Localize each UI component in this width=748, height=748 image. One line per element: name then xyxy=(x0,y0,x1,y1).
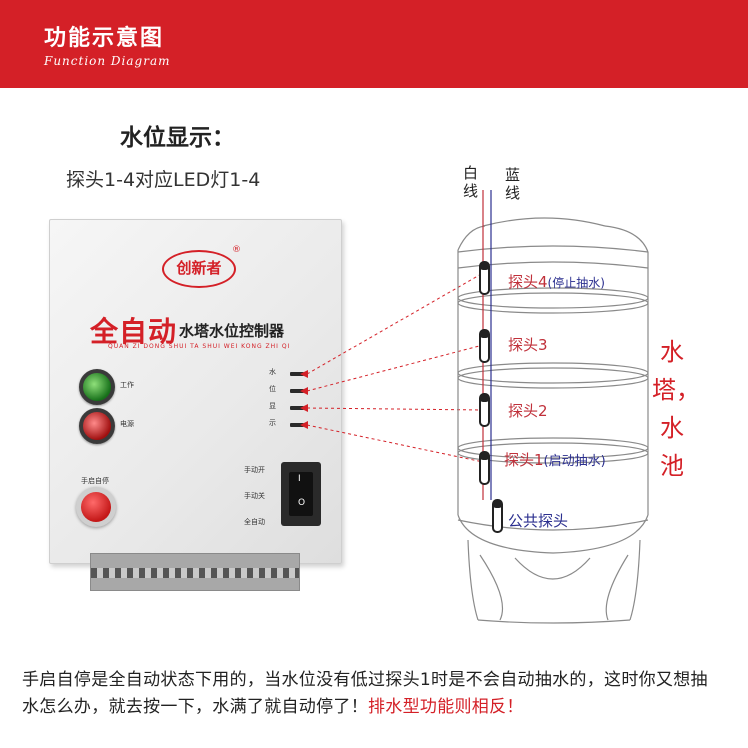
pointer-line-4 xyxy=(306,272,484,375)
banner-title: 功能示意图 xyxy=(44,26,165,51)
pointer-arrow-1 xyxy=(300,421,308,429)
probe-3-label: 探头3 xyxy=(508,336,548,354)
probe-4-note: (停止抽水) xyxy=(547,276,605,290)
description-red: 排水型功能则相反！ xyxy=(368,697,524,717)
tank-cap xyxy=(482,217,606,227)
tank-ring-1 xyxy=(457,287,649,309)
terminal-strip xyxy=(90,553,300,591)
led-label-1: 水 xyxy=(269,368,276,376)
brand-logo: 创新者 xyxy=(162,250,236,288)
blue-wire-label: 蓝线 xyxy=(505,166,521,202)
probe-2-label: 探头2 xyxy=(508,402,548,420)
product-name: 水塔水位控制器 xyxy=(179,322,285,340)
tank-bottom xyxy=(457,514,649,554)
led-3 xyxy=(290,389,304,393)
section-title: 水位显示： xyxy=(120,125,235,151)
tank-ring-2 xyxy=(457,362,649,384)
led-1 xyxy=(290,423,304,427)
pointer-line-3 xyxy=(306,344,484,392)
switch-mark-off: O xyxy=(298,498,306,508)
led-2 xyxy=(290,406,304,410)
switch-label-auto: 全自动 xyxy=(244,518,265,526)
probe-1-name: 探头1 xyxy=(504,451,544,469)
tank-ring-3 xyxy=(457,437,649,459)
led-label-2: 位 xyxy=(269,385,276,393)
pointer-line-2 xyxy=(306,407,484,411)
led-label-4: 示 xyxy=(269,419,276,427)
description-black: 手启自停是全自动状态下用的，当水位没有低过探头1时是不会自动抽水的，这时你又想抽… xyxy=(22,670,708,717)
probe-4-name: 探头4 xyxy=(508,273,548,291)
tank-shoulder xyxy=(457,225,649,253)
tank-leg-left xyxy=(467,539,479,621)
pointer-arrow-2 xyxy=(300,404,308,412)
pointer-arrow-4 xyxy=(300,370,308,378)
probe-4-label: 探头4(停止抽水) xyxy=(508,271,605,292)
switch-mark-on: I xyxy=(298,474,301,484)
led-4 xyxy=(290,372,304,376)
work-lamp-label: 工作 xyxy=(120,381,134,389)
header-banner: 功能示意图 Function Diagram xyxy=(0,0,748,88)
tank-caption: 水塔，水池 xyxy=(652,338,700,480)
tank-leg-right xyxy=(629,539,641,621)
product-pinyin: QUAN ZI DONG SHUI TA SHUI WEI KONG ZHI Q… xyxy=(108,343,291,350)
banner-subtitle: Function Diagram xyxy=(44,54,171,68)
push-button-label: 手启自停 xyxy=(81,477,109,485)
power-lamp-label: 电源 xyxy=(120,420,134,428)
product-highlight: 全自动 xyxy=(90,315,178,348)
probe-1-label: 探头1(启动抽水) xyxy=(504,449,606,470)
description-text: 手启自停是全自动状态下用的，当水位没有低过探头1时是不会自动抽水的，这时你又想抽… xyxy=(22,667,722,721)
led-label-3: 显 xyxy=(269,402,276,410)
pointer-line-1 xyxy=(306,424,484,463)
switch-label-manual-off: 手动关 xyxy=(244,492,265,500)
trademark-mark: ® xyxy=(232,245,241,255)
white-wire-label: 白线 xyxy=(463,164,479,200)
section-subtitle: 探头1-4对应LED灯1-4 xyxy=(66,169,261,191)
manual-start-button[interactable] xyxy=(76,487,116,527)
switch-label-manual-on: 手动开 xyxy=(244,466,265,474)
probe-common-label: 公共探头 xyxy=(508,512,569,530)
pointer-arrow-3 xyxy=(300,387,308,395)
mode-switch[interactable]: I O xyxy=(281,462,321,526)
power-indicator-lamp xyxy=(79,408,115,444)
work-indicator-lamp xyxy=(79,369,115,405)
probe-1-note: (启动抽水) xyxy=(543,454,606,469)
